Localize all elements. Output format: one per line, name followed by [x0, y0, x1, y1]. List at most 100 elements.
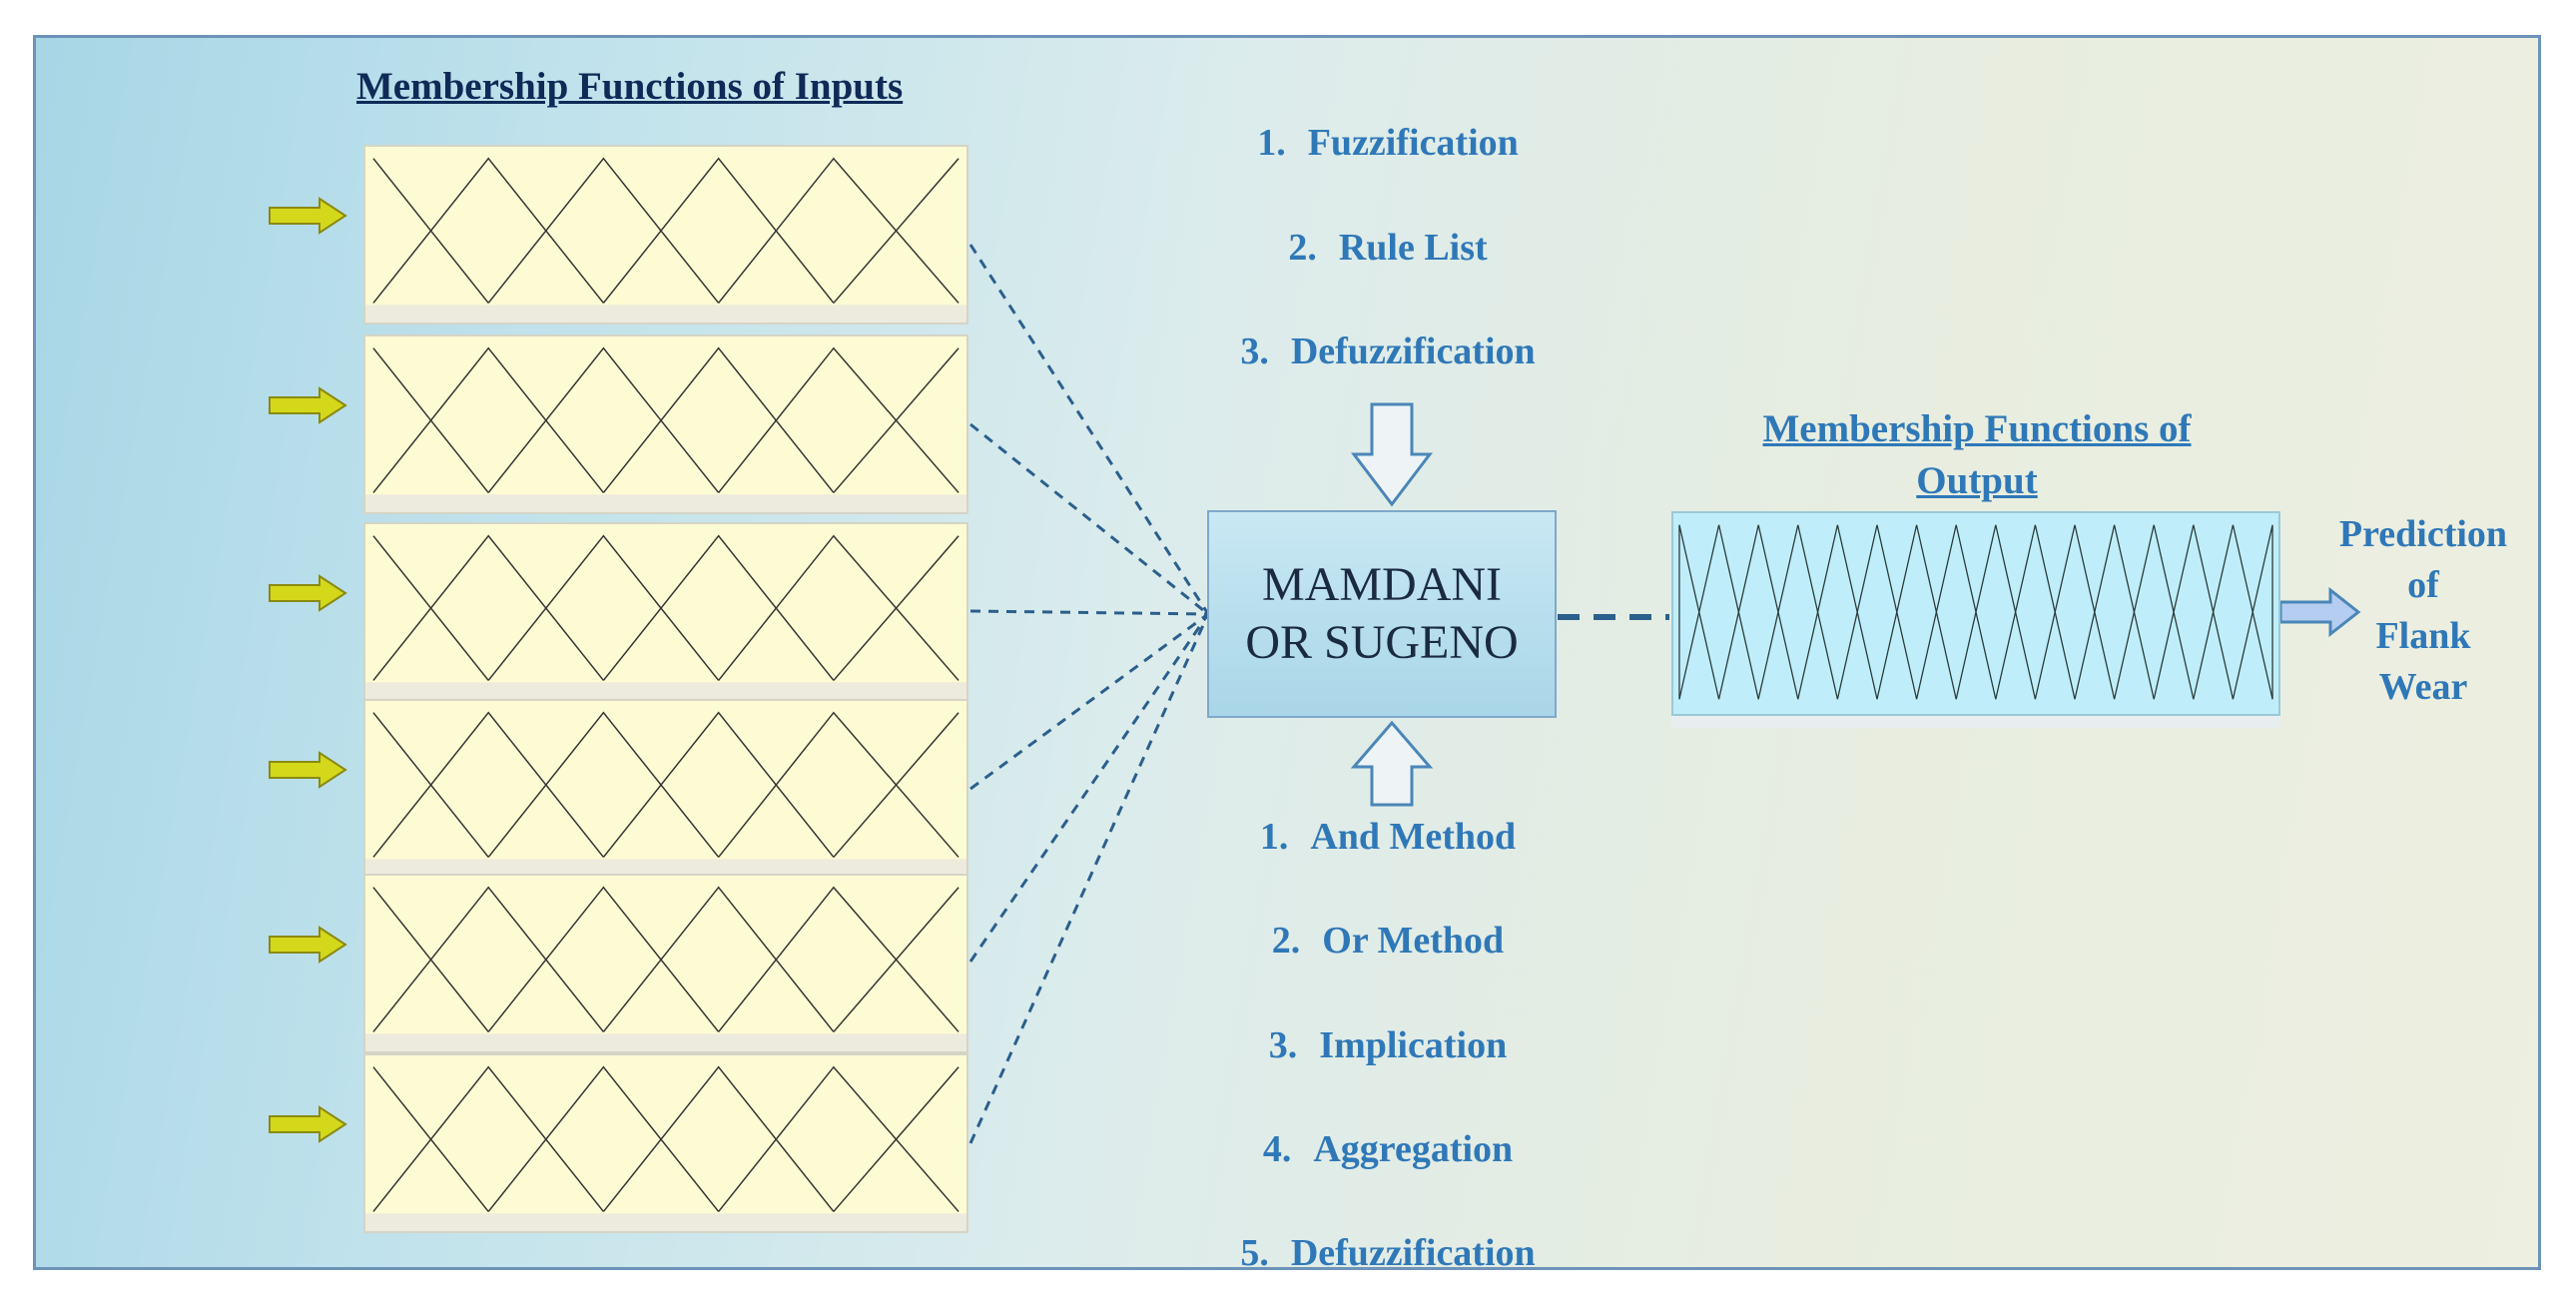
- prediction-line-1: Prediction: [2338, 513, 2508, 555]
- core-line-2: OR SUGENO: [1245, 616, 1519, 669]
- membership-curve: [602, 157, 835, 304]
- membership-curve: [372, 886, 605, 1032]
- membership-curve: [833, 347, 960, 493]
- prediction-line-3: Flank: [2375, 615, 2471, 657]
- membership-curve: [833, 712, 960, 858]
- membership-curve: [833, 1066, 960, 1212]
- step-label: Defuzzification: [1290, 330, 1536, 372]
- connector-input-3: [969, 609, 1209, 616]
- membership-curve: [602, 346, 835, 493]
- membership-curve: [833, 535, 960, 681]
- step-number: 2.: [1288, 227, 1317, 269]
- input-arrow-icon: [268, 926, 347, 964]
- membership-curve: [718, 886, 960, 1032]
- axis-strip: [365, 682, 966, 700]
- step-label: Aggregation: [1313, 1128, 1514, 1170]
- input-membership-plot: [365, 157, 966, 323]
- top-steps-item: 3. Defuzzification: [1240, 329, 1535, 373]
- top-steps-item: 1.Fuzzification: [1257, 121, 1519, 165]
- output-heading: Membership Functions of Output: [1697, 403, 2256, 507]
- output-membership-panel: [1671, 511, 2280, 716]
- output-membership-curve: [2034, 524, 2116, 700]
- input-membership-panel: [363, 522, 968, 702]
- output-axis-strip: [1671, 716, 2280, 728]
- membership-curve: [602, 886, 835, 1032]
- connector-input-4: [969, 612, 1209, 791]
- step-label: Rule List: [1338, 227, 1488, 269]
- membership-curve: [372, 711, 605, 858]
- connector-input-1: [968, 244, 1210, 615]
- input-membership-plot: [365, 711, 966, 877]
- membership-curve: [487, 157, 720, 304]
- step-label: Or Method: [1322, 920, 1505, 962]
- bottom-steps-item: 5.Defuzzification: [1240, 1231, 1535, 1275]
- input-arrow-icon: [268, 751, 347, 789]
- step-number: 1.: [1259, 816, 1289, 858]
- membership-curve: [602, 1065, 835, 1212]
- output-membership-curve: [2153, 524, 2235, 700]
- input-arrow-icon: [268, 197, 347, 235]
- output-heading-line-2: Output: [1916, 459, 2038, 502]
- membership-curve: [487, 1065, 720, 1212]
- membership-curve: [372, 534, 605, 681]
- membership-curve: [833, 158, 960, 304]
- output-membership-curve: [2232, 524, 2273, 700]
- inputs-heading: Membership Functions of Inputs: [356, 65, 904, 108]
- input-arrow-icon: [268, 386, 347, 424]
- membership-curve: [602, 711, 835, 858]
- input-arrow-icon: [268, 574, 347, 612]
- bottom-steps-item: 1. And Method: [1260, 815, 1516, 859]
- output-membership-curve: [1955, 524, 2037, 700]
- membership-curve: [372, 157, 605, 304]
- output-heading-line-1: Membership Functions of: [1762, 407, 2192, 450]
- output-membership-curve: [1757, 524, 1839, 700]
- step-number: 5.: [1240, 1232, 1269, 1274]
- step-number: 3.: [1268, 1024, 1298, 1066]
- axis-strip: [365, 305, 966, 323]
- input-membership-panel: [363, 1053, 968, 1233]
- output-membership-curve: [1915, 524, 1997, 700]
- membership-curve: [372, 346, 605, 493]
- input-membership-plot: [365, 346, 966, 512]
- input-membership-plot: [365, 886, 966, 1051]
- input-membership-panel: [363, 334, 968, 514]
- step-label: And Method: [1310, 816, 1517, 858]
- output-membership-curve: [1876, 524, 1957, 700]
- output-membership-curve: [1797, 524, 1878, 700]
- input-arrow-icon: [268, 1105, 347, 1143]
- core-line-1: MAMDANI: [1262, 558, 1502, 611]
- step-number: 2.: [1271, 920, 1301, 962]
- bottom-steps-item: 2. Or Method: [1272, 919, 1504, 963]
- membership-curve: [372, 1065, 605, 1212]
- connector-input-2: [969, 422, 1209, 616]
- membership-curve: [718, 346, 960, 493]
- step-number: 4.: [1262, 1128, 1292, 1170]
- membership-curve: [487, 886, 720, 1032]
- axis-strip: [365, 1213, 966, 1231]
- bottom-steps-item: 3.Implication: [1269, 1023, 1507, 1067]
- output-membership-curve: [2113, 524, 2195, 700]
- output-membership-plot: [1678, 524, 2273, 700]
- membership-curve: [718, 534, 960, 681]
- membership-curve: [718, 157, 960, 304]
- output-membership-curve: [1836, 524, 1918, 700]
- input-membership-panel: [363, 699, 968, 879]
- output-membership-curve: [2074, 524, 2155, 700]
- step-number: 1.: [1257, 122, 1286, 164]
- prediction-line-4: Wear: [2378, 666, 2468, 708]
- up-arrow: [1350, 720, 1434, 807]
- input-membership-panel: [363, 874, 968, 1053]
- output-membership-curve: [1717, 524, 1799, 700]
- connector-input-5: [968, 613, 1210, 963]
- step-number: 3.: [1240, 330, 1269, 372]
- input-membership-plot: [365, 1065, 966, 1231]
- membership-curve: [487, 711, 720, 858]
- input-membership-panel: [363, 145, 968, 325]
- membership-curve: [833, 887, 960, 1032]
- membership-curve: [487, 346, 720, 493]
- connector-input-6: [968, 613, 1210, 1144]
- output-membership-curve: [2193, 524, 2273, 700]
- membership-curve: [718, 711, 960, 858]
- axis-strip: [365, 1033, 966, 1051]
